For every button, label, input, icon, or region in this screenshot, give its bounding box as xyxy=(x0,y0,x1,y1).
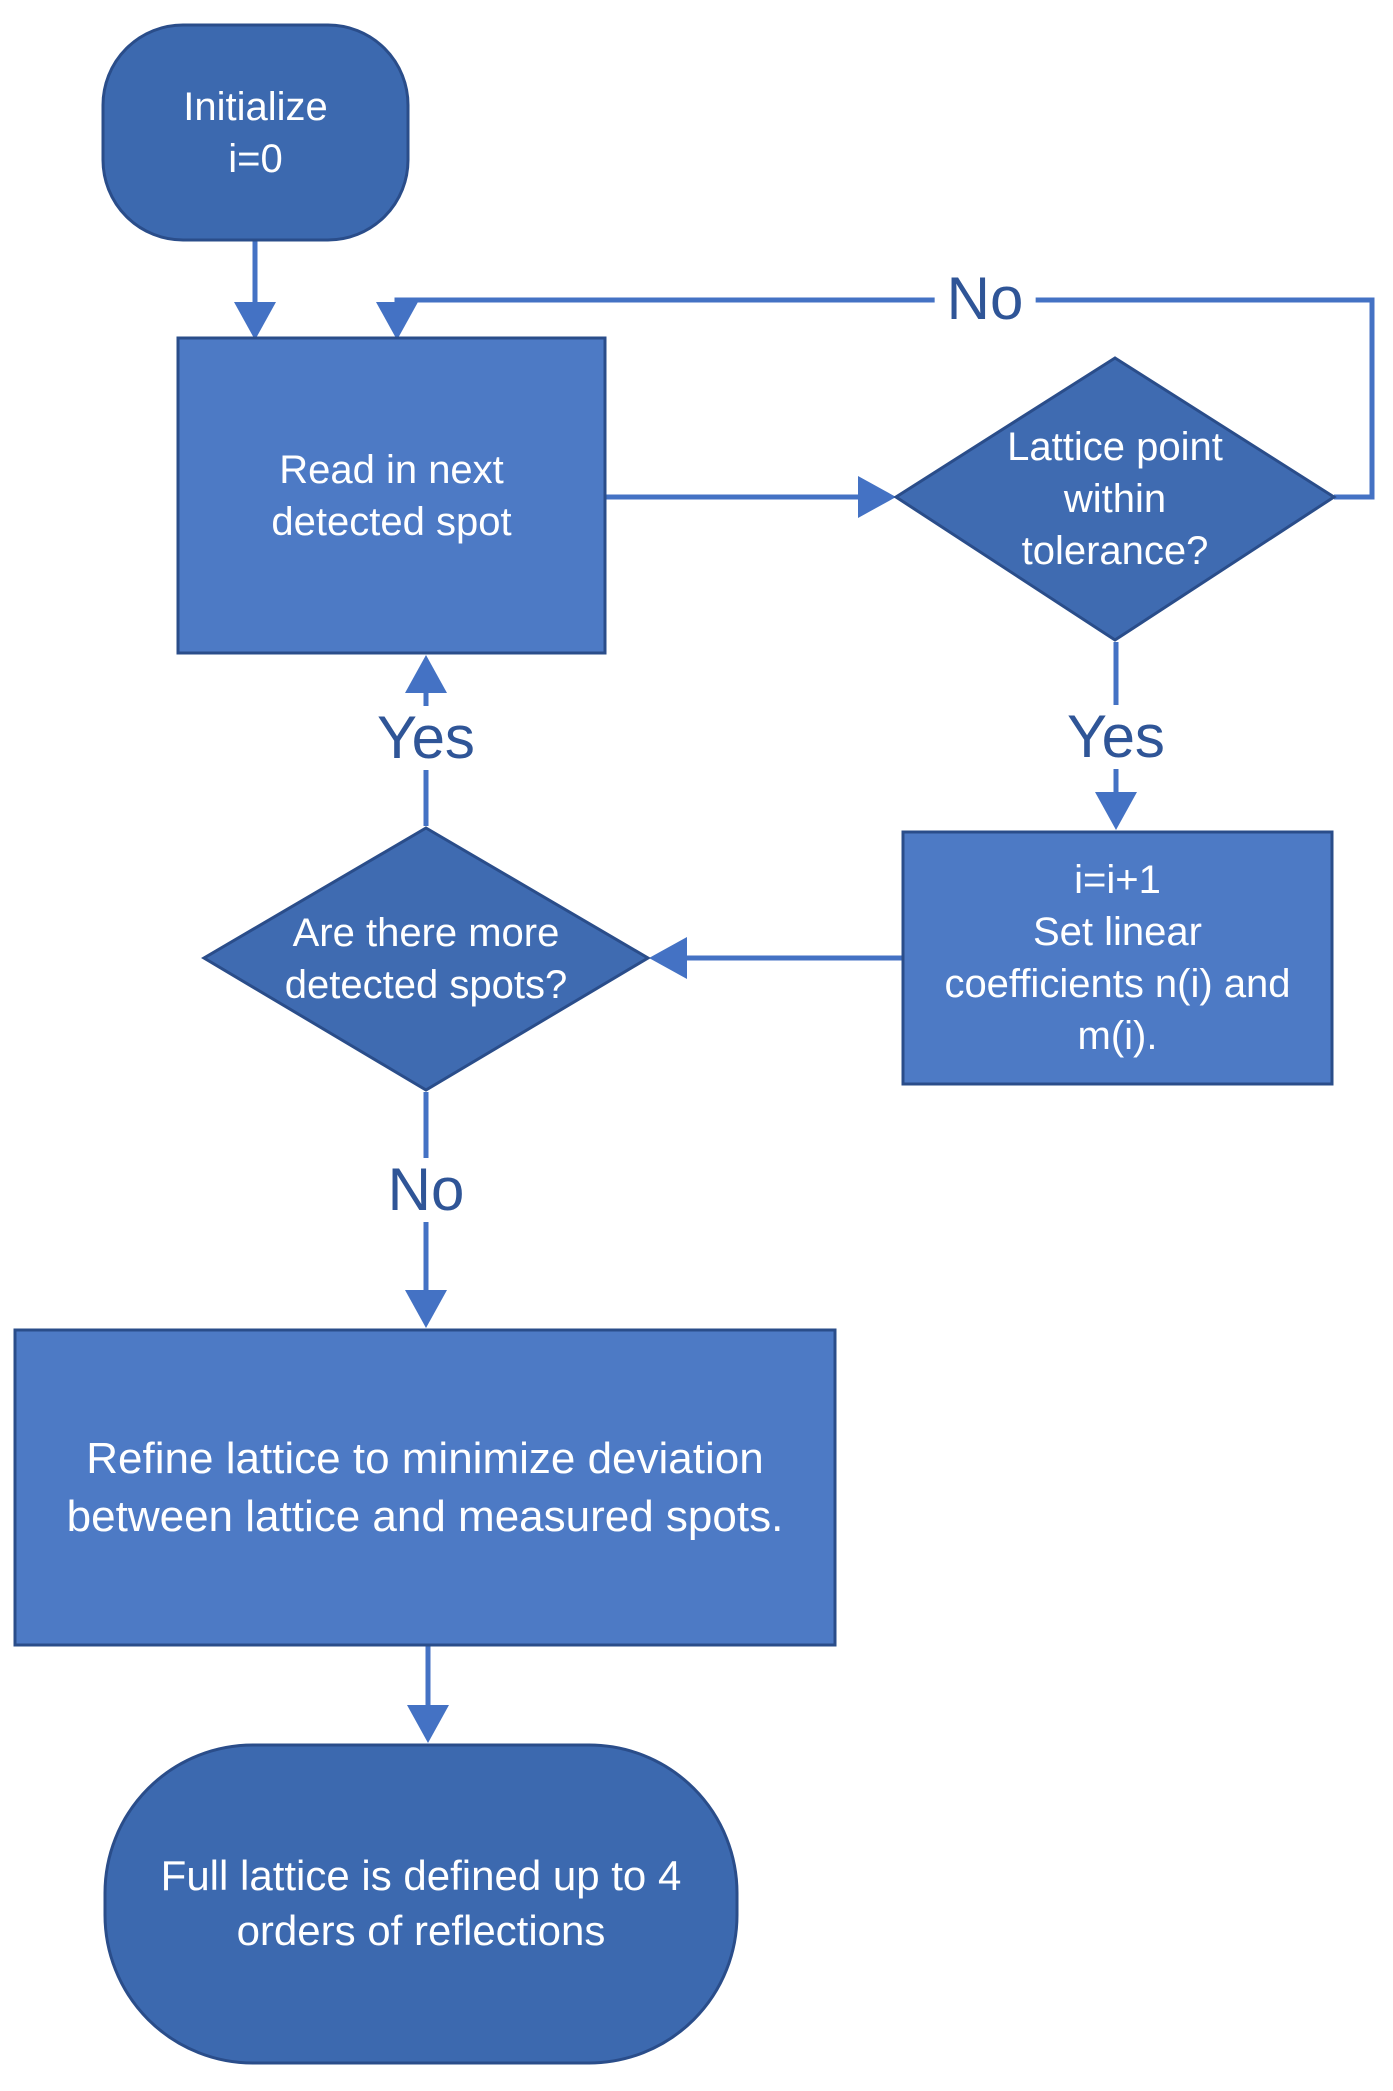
read-spot-node-shape xyxy=(176,336,607,655)
start-node-shape xyxy=(101,23,410,242)
more-spots-decision-shape xyxy=(201,826,651,1092)
end-node-shape xyxy=(103,1743,739,2065)
edge-tolerance-no-loop xyxy=(376,297,1375,500)
refine-node-shape xyxy=(13,1328,837,1647)
increment-node-shape xyxy=(901,830,1334,1086)
tolerance-decision-shape xyxy=(893,356,1337,642)
